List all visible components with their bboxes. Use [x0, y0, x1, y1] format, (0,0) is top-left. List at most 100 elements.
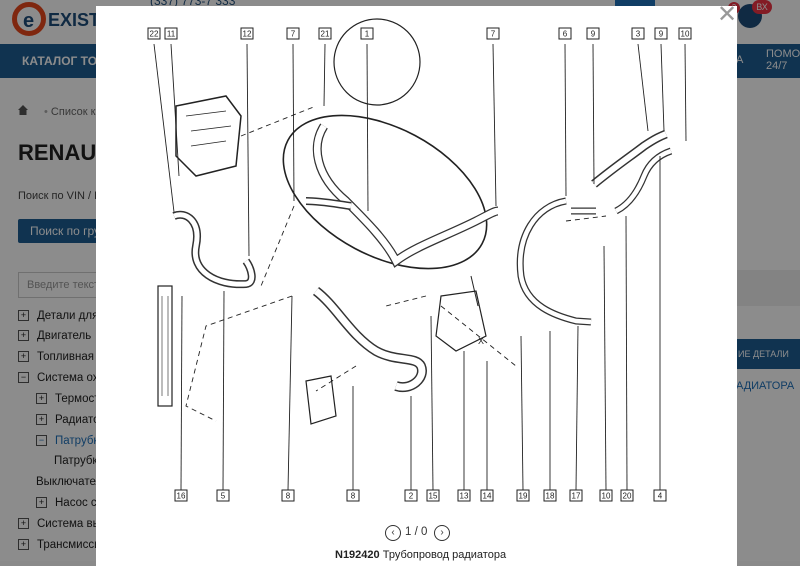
login-badge[interactable]: ВХ	[752, 0, 772, 14]
callout-number[interactable]: 7	[491, 30, 496, 39]
tree-item[interactable]: +Трансмисси	[18, 539, 101, 551]
callout-number[interactable]: 11	[167, 30, 176, 39]
callout-box[interactable]	[586, 27, 600, 40]
callout-number[interactable]: 9	[659, 30, 664, 39]
callout-number[interactable]: 19	[519, 492, 528, 501]
tree-item[interactable]: Патрубк	[54, 455, 97, 467]
callout-box[interactable]	[543, 489, 557, 502]
tree-item[interactable]: +Двигатель	[18, 330, 91, 342]
callout-number[interactable]: 8	[351, 492, 356, 501]
callout-number[interactable]: 10	[602, 492, 611, 501]
image-pager: ‹ 1 / 0 ›	[385, 525, 455, 541]
next-image-button[interactable]: ›	[434, 525, 450, 541]
callout-number[interactable]: 10	[681, 30, 690, 39]
diagram-caption: N192420 Трубопровод радиатора	[335, 549, 506, 561]
expand-icon[interactable]: +	[18, 330, 29, 342]
callout-box[interactable]	[654, 27, 668, 40]
part-code[interactable]: N192420	[335, 549, 380, 561]
callout-number[interactable]: 16	[177, 492, 186, 501]
related-parts-tab[interactable]: ИЕ ДЕТАЛИ	[736, 339, 800, 369]
callout-box[interactable]	[404, 489, 418, 502]
collapse-icon[interactable]: −	[36, 435, 47, 447]
expand-icon[interactable]: +	[18, 351, 29, 363]
callout-box[interactable]	[457, 489, 471, 502]
expand-icon[interactable]: +	[36, 393, 47, 405]
callout-box[interactable]	[216, 489, 230, 502]
site-logo[interactable]: e EXIST.	[12, 2, 103, 38]
expand-icon[interactable]: +	[36, 414, 47, 426]
callout-box[interactable]	[599, 489, 613, 502]
callout-box[interactable]	[426, 489, 440, 502]
phone-number[interactable]: (337) 773-7 333	[150, 0, 236, 8]
callout-number[interactable]: 9	[591, 30, 596, 39]
callout-box[interactable]	[281, 489, 295, 502]
callout-box[interactable]	[346, 489, 360, 502]
callout-number[interactable]: 3	[636, 30, 641, 39]
callout-number[interactable]: 2	[409, 492, 414, 501]
callout-number[interactable]: 15	[429, 492, 438, 501]
help-line-2: 24/7	[766, 60, 788, 72]
callout-number[interactable]: 21	[321, 30, 330, 39]
callout-number[interactable]: 18	[546, 492, 555, 501]
part-name: Трубопровод радиатора	[382, 549, 507, 561]
callout-number[interactable]: 20	[623, 492, 632, 501]
expand-icon[interactable]: +	[36, 497, 47, 509]
callout-number[interactable]: 6	[563, 30, 568, 39]
expand-icon[interactable]: +	[18, 518, 29, 530]
callout-number[interactable]: 13	[460, 492, 469, 501]
tree-item[interactable]: +Система вы	[18, 518, 101, 530]
callout-box[interactable]	[516, 489, 530, 502]
callout-box[interactable]	[240, 27, 254, 40]
tree-item-label: Топливная с	[37, 351, 103, 363]
tree-item-label: Патрубк	[55, 435, 99, 447]
callout-number[interactable]: 7	[291, 30, 296, 39]
tree-item[interactable]: +Насос си	[36, 497, 103, 509]
callout-box[interactable]	[286, 27, 300, 40]
radiator-link[interactable]: АДИАТОРА	[736, 380, 795, 392]
prev-image-button[interactable]: ‹	[385, 525, 401, 541]
catalog-menu[interactable]: КАТАЛОГ ТОВА	[22, 54, 114, 68]
pager-count: 1 / 0	[405, 526, 428, 538]
callout-number[interactable]: 14	[483, 492, 492, 501]
callout-box[interactable]	[147, 27, 161, 40]
callout-box[interactable]	[486, 27, 500, 40]
callout-box[interactable]	[318, 27, 332, 40]
dimension-mark-x: X	[478, 336, 484, 346]
callout-box[interactable]	[558, 27, 572, 40]
callout-number[interactable]: 5	[221, 492, 226, 501]
expand-icon[interactable]: +	[18, 310, 29, 322]
right-panel-box	[736, 270, 800, 306]
callout-number[interactable]: 22	[150, 30, 159, 39]
tree-item[interactable]: +Радиато	[36, 414, 100, 426]
vin-search-label[interactable]: Поиск по VIN / FR	[18, 190, 109, 202]
expand-icon[interactable]: +	[18, 539, 29, 551]
callout-box[interactable]	[678, 27, 692, 40]
header-blue-button[interactable]	[615, 0, 655, 6]
home-icon[interactable]	[18, 105, 28, 115]
tree-item[interactable]: +Термост	[36, 393, 100, 405]
tree-item[interactable]: +Детали для Т	[18, 310, 109, 322]
callout-number[interactable]: 4	[658, 492, 663, 501]
callout-box[interactable]	[174, 489, 188, 502]
nav-item-right[interactable]: А	[736, 54, 744, 66]
callout-box[interactable]	[653, 489, 667, 502]
close-modal-icon[interactable]: ✕	[716, 1, 738, 28]
tree-item-label: Выключател	[36, 476, 103, 488]
callout-number[interactable]: 17	[572, 492, 581, 501]
callout-number[interactable]: 8	[286, 492, 291, 501]
callout-number[interactable]: 1	[365, 30, 370, 39]
callout-box[interactable]	[620, 489, 634, 502]
callout-box[interactable]	[164, 27, 178, 40]
callout-box[interactable]	[631, 27, 645, 40]
tree-item[interactable]: + Топливная с	[18, 351, 103, 363]
tree-item[interactable]: −Патрубк	[36, 435, 98, 447]
tree-item[interactable]: −Система охл	[18, 372, 105, 384]
callout-box[interactable]	[569, 489, 583, 502]
collapse-icon[interactable]: −	[18, 372, 29, 384]
callout-number[interactable]: 12	[243, 30, 252, 39]
highlight-circle	[333, 18, 421, 106]
tree-item[interactable]: Выключател	[36, 476, 102, 488]
callout-box[interactable]	[360, 27, 374, 40]
callout-box[interactable]	[480, 489, 494, 502]
